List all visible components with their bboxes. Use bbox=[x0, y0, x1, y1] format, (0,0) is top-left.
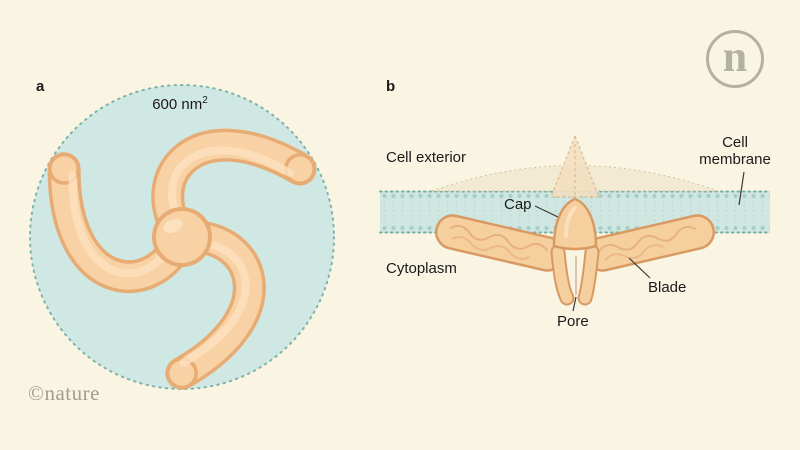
cap-flexible-region bbox=[550, 134, 600, 198]
cell-membrane-label: Cell membrane bbox=[699, 134, 771, 168]
pore-funnel bbox=[550, 244, 600, 306]
panel-a-letter: a bbox=[36, 78, 45, 95]
nature-logo: n bbox=[706, 30, 764, 88]
blade-right bbox=[584, 214, 716, 272]
nature-logo-letter: n bbox=[722, 31, 748, 81]
propeller-protein bbox=[47, 128, 317, 390]
cytoplasm-label: Cytoplasm bbox=[386, 260, 457, 277]
area-value: 600 nm bbox=[152, 96, 203, 113]
panel-b-cross-section bbox=[379, 134, 771, 312]
pore-leader bbox=[572, 296, 577, 312]
cell-membrane-leader bbox=[738, 171, 745, 206]
pore-label: Pore bbox=[557, 313, 589, 330]
cap-label: Cap bbox=[504, 196, 532, 213]
leader-lines bbox=[534, 171, 745, 312]
blade-leader bbox=[628, 257, 651, 279]
blade-label: Blade bbox=[648, 279, 687, 296]
area-label: 600 nm2 bbox=[132, 92, 228, 113]
area-exponent: 2 bbox=[202, 95, 208, 106]
panel-b-letter: b bbox=[386, 78, 396, 95]
panel-a-top-view bbox=[29, 84, 335, 390]
cap-leader bbox=[534, 205, 559, 218]
cell-exterior-label: Cell exterior bbox=[386, 149, 467, 166]
nature-copyright: ©nature bbox=[28, 381, 100, 405]
